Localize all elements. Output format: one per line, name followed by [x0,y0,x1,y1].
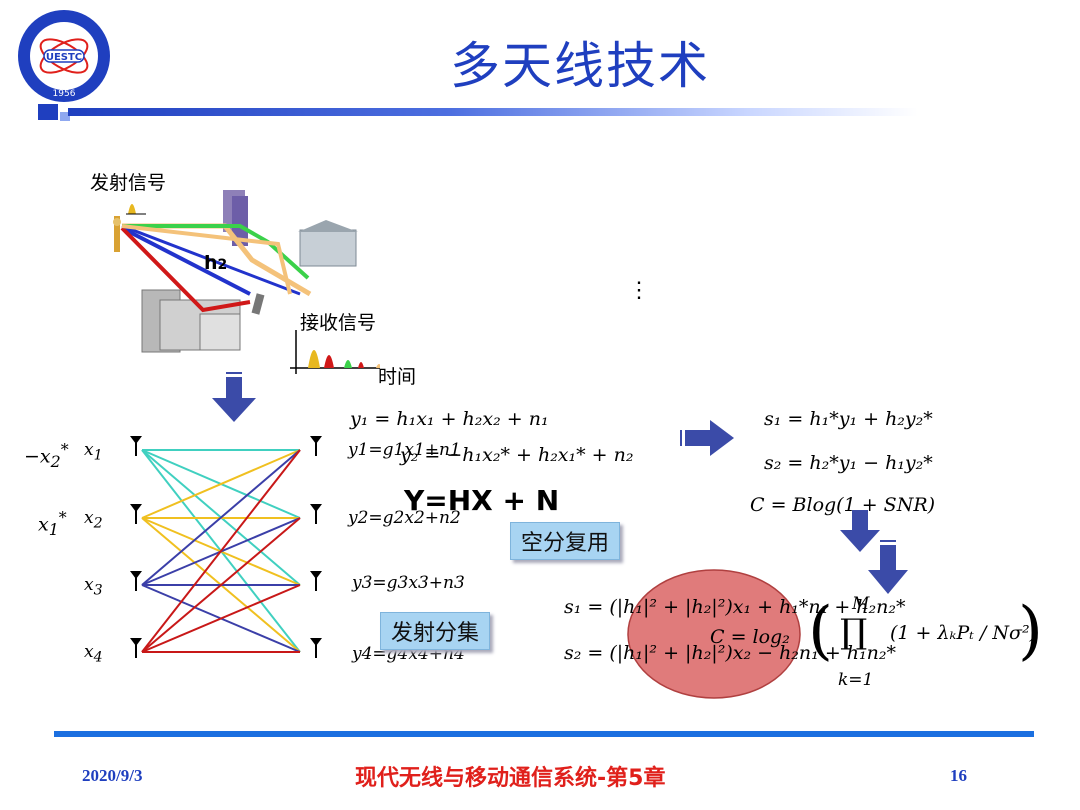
capacity-product-symbol: ∏ [840,612,868,652]
time-axis-label: 时间 [378,366,417,388]
alamouti-subscript: 1 [48,520,59,540]
tx-subscript: 3 [93,582,103,599]
tx-symbol-x: x [84,440,94,460]
footer-date: 2020/9/3 [82,766,143,785]
title-decor-square-small [60,112,70,121]
svg-text:1956: 1956 [53,89,76,99]
label-transmit-diversity: 发射分集 [380,612,491,650]
equation-channel-model: Y=HX + N [404,484,560,517]
equation-y2: y₂ = −h₁x₂* + h₂x₁* + n₂ [400,444,634,466]
equation-s1: s₁ = h₁*y₁ + h₂y₂* [764,408,933,430]
down-arrow-icon-3 [868,540,908,594]
alamouti-symbol: −x [24,445,51,468]
title-underline [68,108,918,116]
capacity-term: (1 + λₖPₜ / Nσ²) [890,622,1038,644]
down-arrow-icon [212,372,256,422]
title-decor-square [38,104,58,120]
equation-capacity-mimo: C = log₂ [710,626,790,648]
footer-page-number: 16 [950,766,967,785]
equation-s1-diversity: s₁ = (|h₁|² + |h₂|²)x₁ + h₁*n₁ + h₂n₂* [564,596,906,618]
footer-divider [54,731,1034,737]
alamouti-symbol-1: −x2* [24,440,69,472]
rx-output-3: y3=g3x3+n3 [352,573,465,593]
rx-output-2: y2=g2x2+n2 [348,508,461,528]
tx-symbol-4: x4 [84,642,103,665]
footer-course-title: 现代无线与移动通信系统-第5章 [355,766,666,791]
tx-symbol-2: x2 [84,508,103,531]
rx-output-1: y1=g1x1+n1 [348,440,461,460]
label-spatial-multiplexing: 空分复用 [510,522,621,560]
slide-title: 多天线技术 [450,37,710,95]
tx-symbol-x: x [84,642,94,662]
vertical-ellipsis: ⋮ [628,278,650,303]
mimo-antenna-diagram [130,436,322,658]
svg-text:UESTC: UESTC [46,52,82,63]
equation-y1: y₁ = h₁x₁ + h₂x₂ + n₁ [350,408,549,430]
tx-subscript: 4 [93,649,103,666]
equation-s2: s₂ = h₂*y₁ − h₁y₂* [764,452,933,474]
path-label-h: h [204,252,218,274]
highlight-ellipse [627,569,801,699]
tx-symbol-1: x1 [84,440,103,463]
tx-subscript: 2 [93,515,103,532]
equation-s2-diversity: s₂ = (|h₁|² + |h₂|²)x₂ − h₂n₁ + h₁n₂* [564,642,896,664]
tx-symbol-x: x [84,575,94,595]
path-label-index: 2 [217,257,228,273]
university-logo: UESTC 1956 [18,10,110,102]
rx-signal-label: 接收信号 [300,312,377,334]
alamouti-subscript: 2 [50,452,61,472]
tx-subscript: 1 [93,447,103,464]
tx-symbol-x: x [84,508,94,528]
tx-signal-label: 发射信号 [90,172,167,194]
multipath-figure [113,190,380,374]
alamouti-symbol: x [38,513,49,536]
alamouti-symbol-2: x1* [38,508,67,540]
right-arrow-icon [680,420,734,456]
equation-capacity-siso: C = Blog(1 + SNR) [750,494,936,516]
down-arrow-icon-2 [840,510,880,552]
path-label: h2 [204,252,227,274]
capacity-open-paren: ( [808,594,833,668]
tx-symbol-3: x3 [84,575,103,598]
capacity-product-index: k=1 [838,670,874,690]
capacity-product-upper: M [852,594,870,614]
capacity-close-paren: ) [1018,594,1043,668]
